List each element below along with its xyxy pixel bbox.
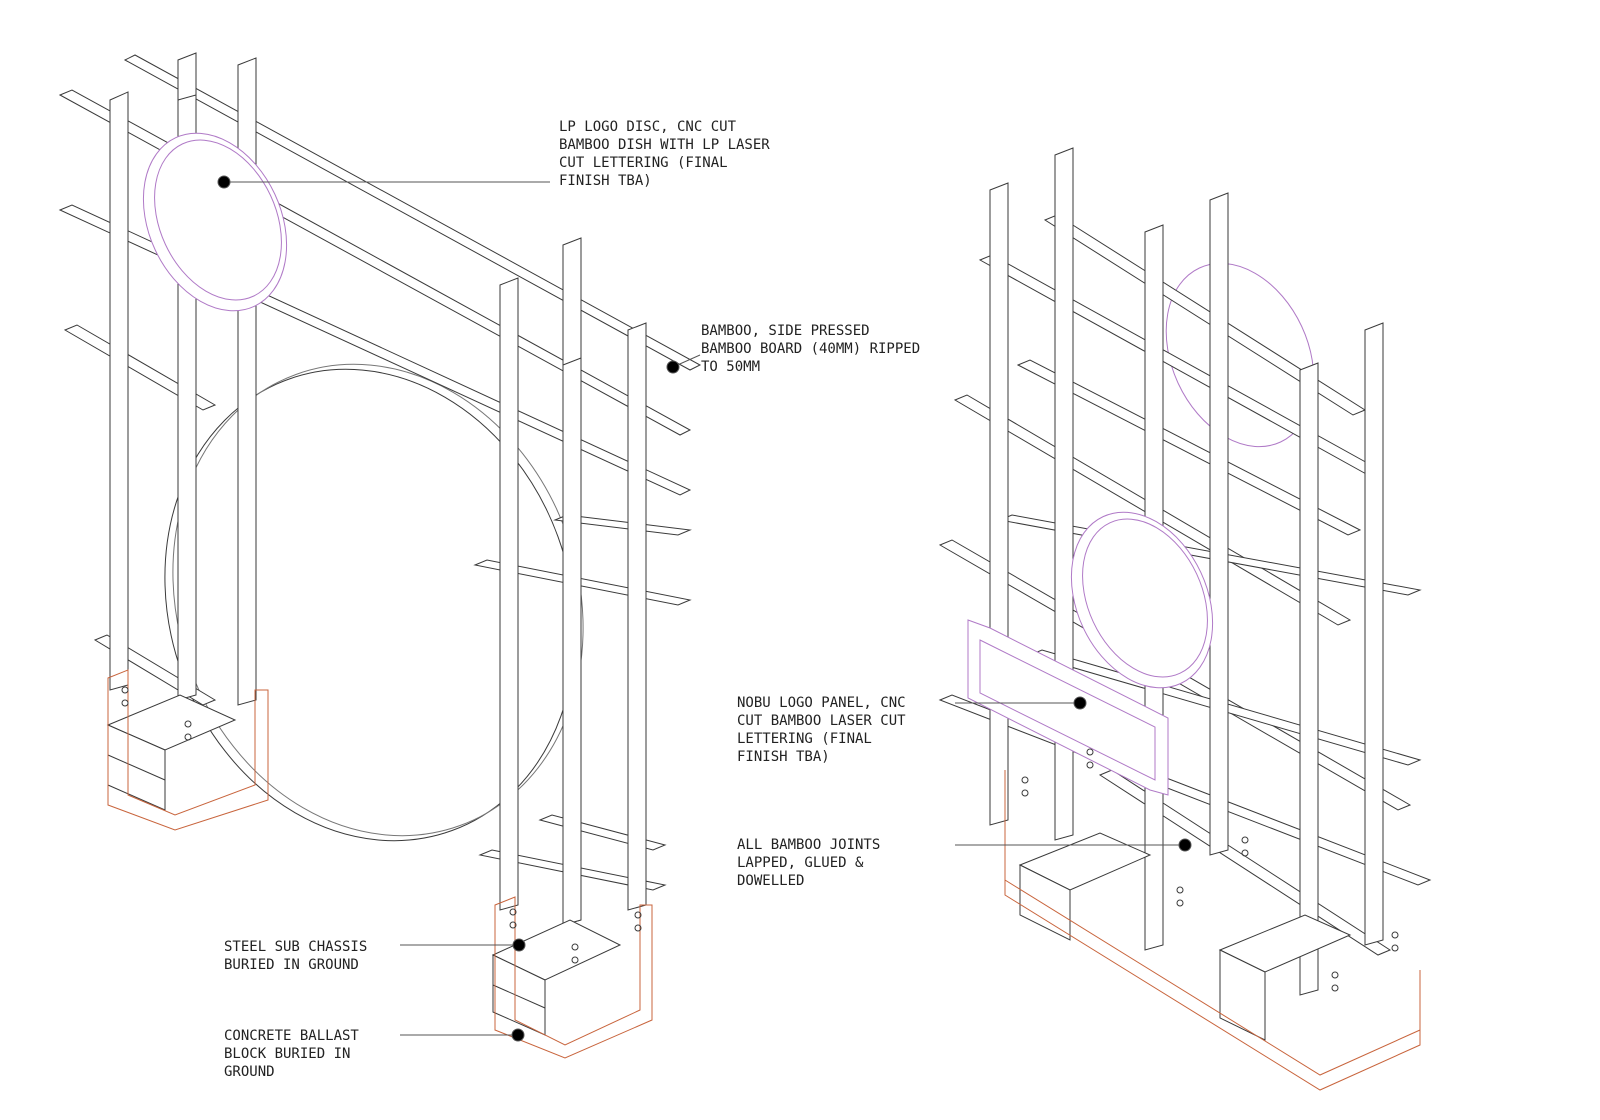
leader-dot-steel-chassis bbox=[512, 938, 526, 952]
left-base bbox=[106, 669, 269, 831]
callout-bamboo-joints: ALL BAMBOO JOINTS LAPPED, GLUED & DOWELL… bbox=[737, 837, 881, 889]
leader-dot-nobu-panel bbox=[1073, 696, 1087, 710]
nobu-logo-panel bbox=[967, 619, 1169, 796]
leader-lines bbox=[217, 175, 1192, 1042]
callout-steel-sub-chassis: STEEL SUB CHASSIS BURIED IN GROUND bbox=[224, 939, 368, 973]
right-structure bbox=[938, 147, 1432, 1091]
right-frame-base bbox=[1004, 748, 1421, 1091]
right-group-posts bbox=[499, 237, 647, 926]
callout-concrete-ballast: CONCRETE BALLAST BLOCK BURIED IN GROUND bbox=[224, 1028, 359, 1080]
leader-dot-lp-disc bbox=[217, 175, 231, 189]
leader-dot-bamboo-board bbox=[666, 360, 680, 374]
left-structure bbox=[58, 52, 702, 1059]
right-steel-chassis bbox=[494, 896, 653, 1059]
leader-dot-joints bbox=[1178, 838, 1192, 852]
right-base bbox=[491, 896, 653, 1059]
callout-bamboo-board: BAMBOO, SIDE PRESSED BAMBOO BOARD (40MM)… bbox=[701, 323, 921, 375]
callout-lp-logo-disc: LP LOGO DISC, CNC CUT BAMBOO DISH WITH L… bbox=[559, 119, 770, 189]
front-logo-disc bbox=[1070, 511, 1214, 689]
left-steel-chassis bbox=[107, 669, 269, 831]
leader-dot-ballast bbox=[511, 1028, 525, 1042]
right-steel-chassis-frame bbox=[1004, 770, 1421, 1076]
lp-logo-disc bbox=[142, 132, 288, 312]
callout-nobu-logo-panel: NOBU LOGO PANEL, CNC CUT BAMBOO LASER CU… bbox=[737, 695, 906, 765]
